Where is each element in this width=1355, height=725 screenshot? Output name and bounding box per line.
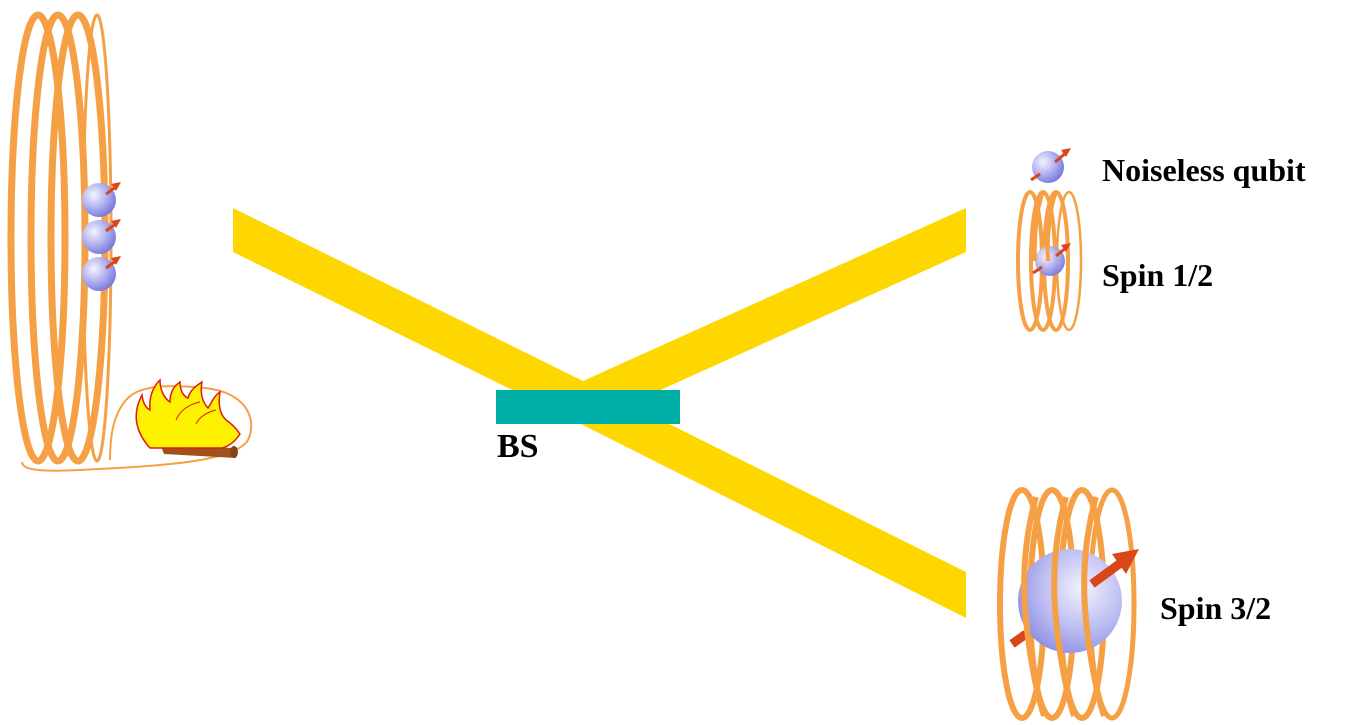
- reflected-beam-upper: [583, 208, 966, 425]
- spin-half-sphere-icon: [1032, 243, 1071, 276]
- incoming-beam: [233, 208, 583, 425]
- beam-splitter-label: BS: [497, 428, 539, 465]
- spin-three-halves-sphere-icon: [1009, 549, 1139, 653]
- beam-splitter: [496, 390, 680, 424]
- light-beams: [233, 208, 966, 618]
- noiseless-qubit-icon: [1030, 148, 1071, 183]
- qubit-sphere-icon: [82, 182, 121, 217]
- spin-half-label: Spin 1/2: [1102, 257, 1214, 293]
- flame-inner-icon: [175, 401, 217, 425]
- qubit-sphere-icon: [82, 256, 121, 291]
- noiseless-qubit-label: Noiseless qubit: [1102, 152, 1306, 188]
- heater-wire: [21, 385, 253, 472]
- qubit-sphere-icon: [82, 219, 121, 254]
- transmitted-beam-lower: [583, 381, 966, 618]
- spin-three-halves-label: Spin 3/2: [1160, 590, 1272, 626]
- flame-icon: [135, 378, 241, 449]
- spin-three-halves-coil-front: [1021, 496, 1107, 717]
- left-qubit-stack: [82, 182, 121, 291]
- spin-half-coil-front: [1032, 191, 1058, 262]
